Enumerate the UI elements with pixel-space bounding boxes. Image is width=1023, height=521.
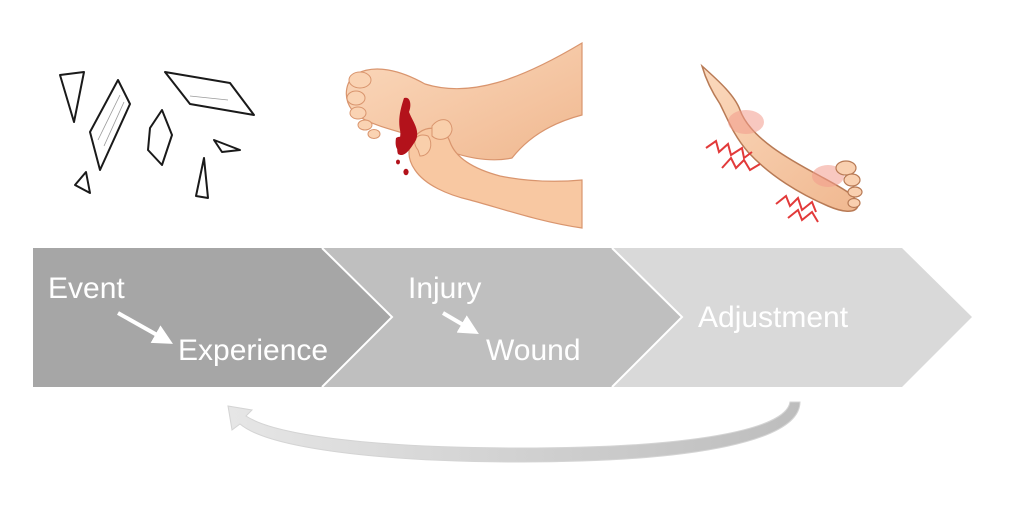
process-flow: Event Experience Injury Wound Adjustment bbox=[33, 247, 972, 388]
hand bbox=[408, 127, 583, 229]
stage-event-label: Event bbox=[48, 272, 125, 305]
transition-arrow bbox=[441, 311, 479, 335]
foot bbox=[700, 63, 859, 212]
stage-injury-label: Injury bbox=[408, 272, 481, 305]
stage-experience-label: Experience bbox=[178, 334, 328, 367]
blood bbox=[395, 97, 418, 176]
bleeding-foot-illustration bbox=[345, 41, 583, 229]
sore-foot-illustration bbox=[700, 63, 863, 223]
chevron-event bbox=[33, 248, 392, 387]
glass-shard bbox=[59, 71, 85, 123]
glass-shard bbox=[164, 71, 255, 116]
stage-adjustment-label: Adjustment bbox=[698, 301, 849, 334]
foot bbox=[345, 41, 583, 161]
stage-wound-label: Wound bbox=[486, 334, 581, 367]
feedback-loop-arrow bbox=[227, 401, 801, 463]
chevron-injury bbox=[322, 248, 682, 387]
glass-shard bbox=[74, 171, 91, 194]
chevron-adjustment bbox=[612, 248, 972, 387]
pain-marks bbox=[705, 139, 819, 223]
glass-shard bbox=[195, 157, 209, 199]
glass-shards-illustration bbox=[59, 71, 255, 199]
transition-arrow bbox=[117, 311, 173, 344]
glass-shard bbox=[89, 79, 131, 171]
glass-shard bbox=[147, 109, 173, 166]
glass-shard bbox=[213, 139, 241, 153]
